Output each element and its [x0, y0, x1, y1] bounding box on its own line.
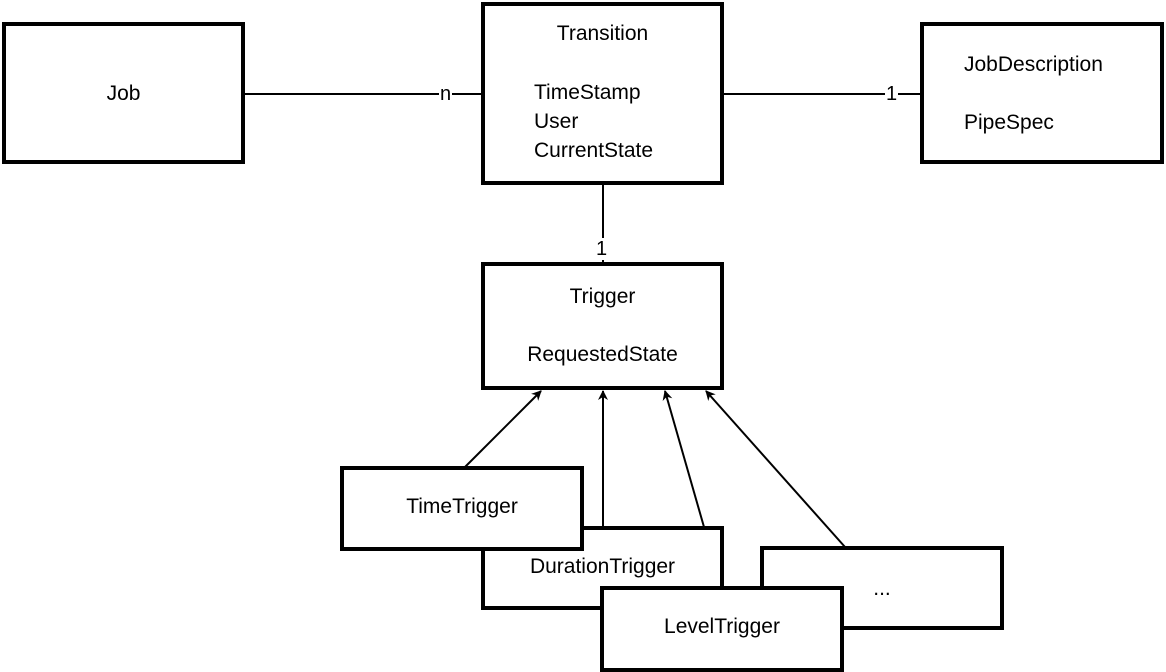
timetrigger-class-box[interactable]: TimeTrigger	[340, 466, 584, 551]
job-class-title: Job	[106, 82, 141, 105]
leveltrigger-class-box[interactable]: LevelTrigger	[600, 586, 844, 672]
jobdescription-class-box[interactable]: JobDescription PipeSpec	[920, 22, 1164, 164]
job-class-box[interactable]: Job	[2, 22, 245, 164]
more-triggers-class-title: ...	[873, 577, 891, 600]
pipespec-attribute: PipeSpec	[964, 111, 1054, 134]
durationtrigger-class-title: DurationTrigger	[529, 555, 676, 578]
transition-attribute-timestamp: TimeStamp	[534, 81, 641, 104]
trigger-class-box[interactable]: Trigger RequestedState	[481, 262, 724, 390]
transition-attribute-currentstate: CurrentState	[534, 139, 654, 162]
leveltrigger-generalization-arrow	[662, 390, 705, 528]
transition-class-title: Transition	[556, 22, 649, 45]
more-triggers-generalization-arrow	[705, 390, 846, 548]
transition-class-box[interactable]: Transition TimeStamp User CurrentState	[481, 2, 724, 185]
jobdescription-attribute: JobDescription	[964, 53, 1103, 76]
multiplicity-transition-jobdescription: 1	[885, 83, 899, 105]
trigger-attribute-requestedstate: RequestedState	[527, 343, 678, 366]
timetrigger-generalization-arrow	[464, 390, 542, 468]
leveltrigger-class-title: LevelTrigger	[664, 615, 780, 638]
multiplicity-job-transition: n	[439, 83, 453, 105]
timetrigger-class-title: TimeTrigger	[406, 495, 518, 518]
trigger-class-title: Trigger	[569, 285, 636, 308]
transition-attribute-user: User	[534, 110, 579, 133]
multiplicity-transition-trigger: 1	[595, 238, 609, 260]
